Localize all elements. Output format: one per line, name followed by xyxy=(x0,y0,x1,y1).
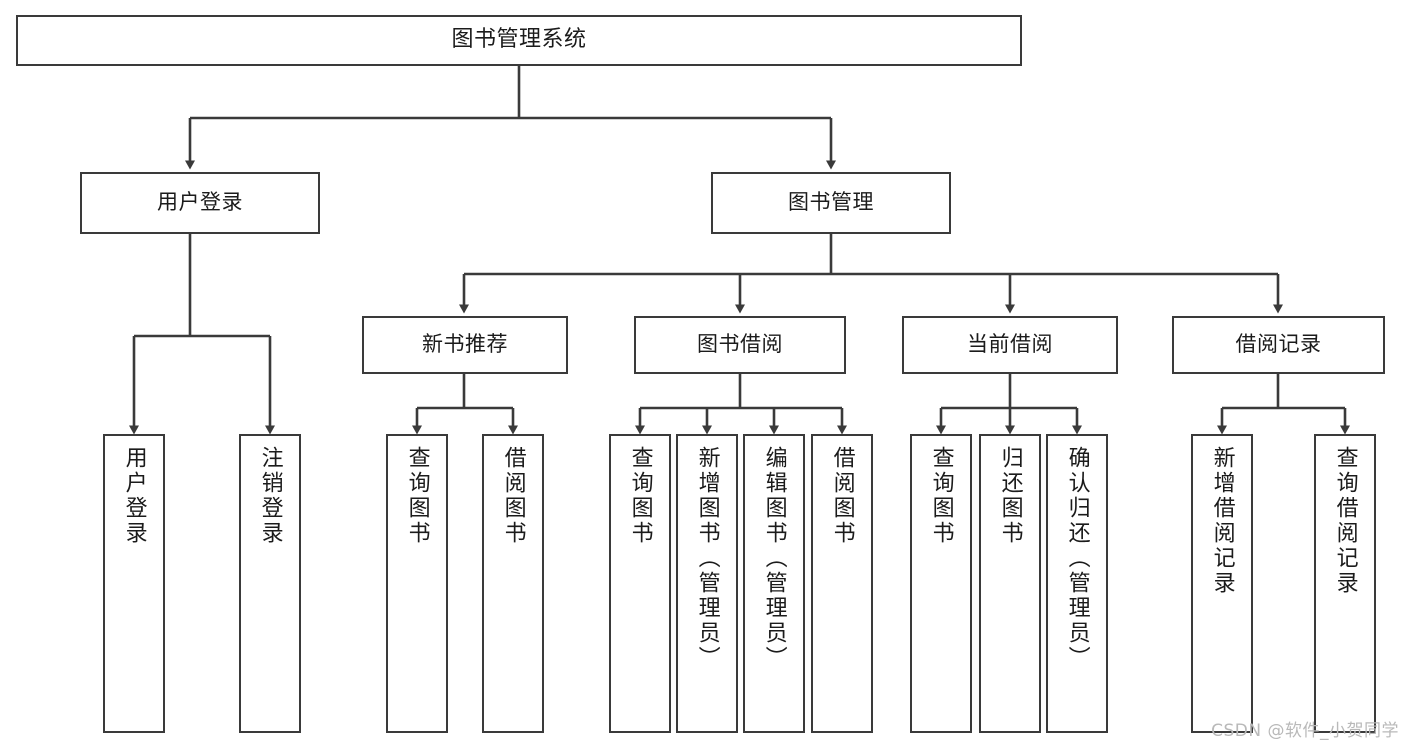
leaf-add-borrow-record[interactable]: 新增借阅记录 xyxy=(1191,434,1253,733)
node-label: 图书管理系统 xyxy=(451,27,587,53)
node-label: 用户登录 xyxy=(121,446,147,546)
node-label: 新增借阅记录 xyxy=(1209,446,1235,596)
node-current-borrow[interactable]: 当前借阅 xyxy=(902,316,1118,374)
node-label: 借阅图书 xyxy=(500,446,526,546)
leaf-query-book-borrow[interactable]: 查询图书 xyxy=(609,434,671,733)
leaf-borrow-book[interactable]: 借阅图书 xyxy=(811,434,873,733)
leaf-add-book-admin[interactable]: 新增图书（管理员） xyxy=(676,434,738,733)
node-label: 借阅记录 xyxy=(1235,332,1322,357)
node-label: 图书管理 xyxy=(788,190,874,215)
node-label: 用户登录 xyxy=(157,190,243,215)
csdn-watermark: CSDN @软件_小贺同学 xyxy=(1211,721,1399,741)
node-label: 查询图书 xyxy=(404,446,430,546)
node-label: 查询借阅记录 xyxy=(1332,446,1358,596)
node-label: 新书推荐 xyxy=(422,332,508,357)
node-root-system[interactable]: 图书管理系统 xyxy=(16,15,1022,66)
leaf-logout[interactable]: 注销登录 xyxy=(239,434,301,733)
leaf-borrow-book-new[interactable]: 借阅图书 xyxy=(482,434,544,733)
node-label: 查询图书 xyxy=(928,446,954,546)
node-label: 注销登录 xyxy=(257,446,283,546)
leaf-query-book-new[interactable]: 查询图书 xyxy=(386,434,448,733)
leaf-user-login[interactable]: 用户登录 xyxy=(103,434,165,733)
node-new-book-recommend[interactable]: 新书推荐 xyxy=(362,316,568,374)
node-label: 确认归还（管理员） xyxy=(1064,446,1090,671)
node-label: 归还图书 xyxy=(997,446,1023,546)
leaf-confirm-return-admin[interactable]: 确认归还（管理员） xyxy=(1046,434,1108,733)
node-label: 新增图书（管理员） xyxy=(694,446,720,671)
leaf-edit-book-admin[interactable]: 编辑图书（管理员） xyxy=(743,434,805,733)
node-label: 编辑图书（管理员） xyxy=(761,446,787,671)
leaf-return-book[interactable]: 归还图书 xyxy=(979,434,1041,733)
node-label: 查询图书 xyxy=(627,446,653,546)
leaf-query-borrow-record[interactable]: 查询借阅记录 xyxy=(1314,434,1376,733)
node-label: 图书借阅 xyxy=(697,332,783,357)
node-book-borrow[interactable]: 图书借阅 xyxy=(634,316,846,374)
node-label: 当前借阅 xyxy=(967,332,1053,357)
node-label: 借阅图书 xyxy=(829,446,855,546)
node-book-management[interactable]: 图书管理 xyxy=(711,172,951,234)
leaf-query-book-current[interactable]: 查询图书 xyxy=(910,434,972,733)
node-user-login[interactable]: 用户登录 xyxy=(80,172,320,234)
node-borrow-record[interactable]: 借阅记录 xyxy=(1172,316,1385,374)
